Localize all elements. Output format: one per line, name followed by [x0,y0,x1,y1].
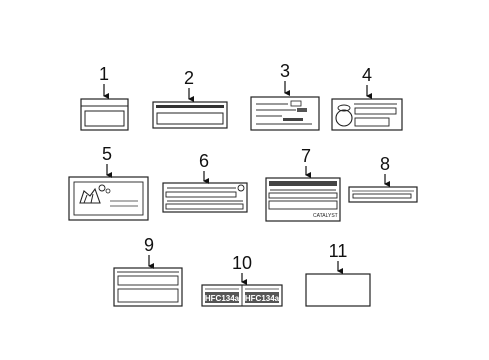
callout-9: 9 [144,235,154,255]
callout-10: 10 [232,253,252,273]
part-3[interactable]: 3 [250,61,320,131]
callout-5: 5 [102,144,112,164]
catalyst-text: CATALYST [313,213,338,219]
part-4[interactable]: 4 [331,65,403,131]
part-10[interactable]: 10 HFC134a HFC134a [201,253,283,307]
callout-7: 7 [301,146,311,166]
callout-2: 2 [184,68,194,88]
callout-6: 6 [199,151,209,171]
callout-11: 11 [329,241,348,261]
callout-8: 8 [380,154,390,174]
part-6[interactable]: 6 [162,151,248,213]
callout-4: 4 [362,65,372,85]
refrigerant-text-right: HFC134a [245,294,280,303]
part-11[interactable]: 11 [305,241,371,307]
refrigerant-text-left: HFC134a [205,294,240,303]
part-8[interactable]: 8 [348,154,418,203]
callout-1: 1 [99,64,109,84]
part-9[interactable]: 9 [113,235,183,307]
part-1[interactable]: 1 [80,64,129,131]
part-5[interactable]: 5 [68,144,149,221]
part-7[interactable]: 7 CATALYST [265,146,341,222]
callout-3: 3 [280,61,290,81]
part-2[interactable]: 2 [152,68,228,129]
